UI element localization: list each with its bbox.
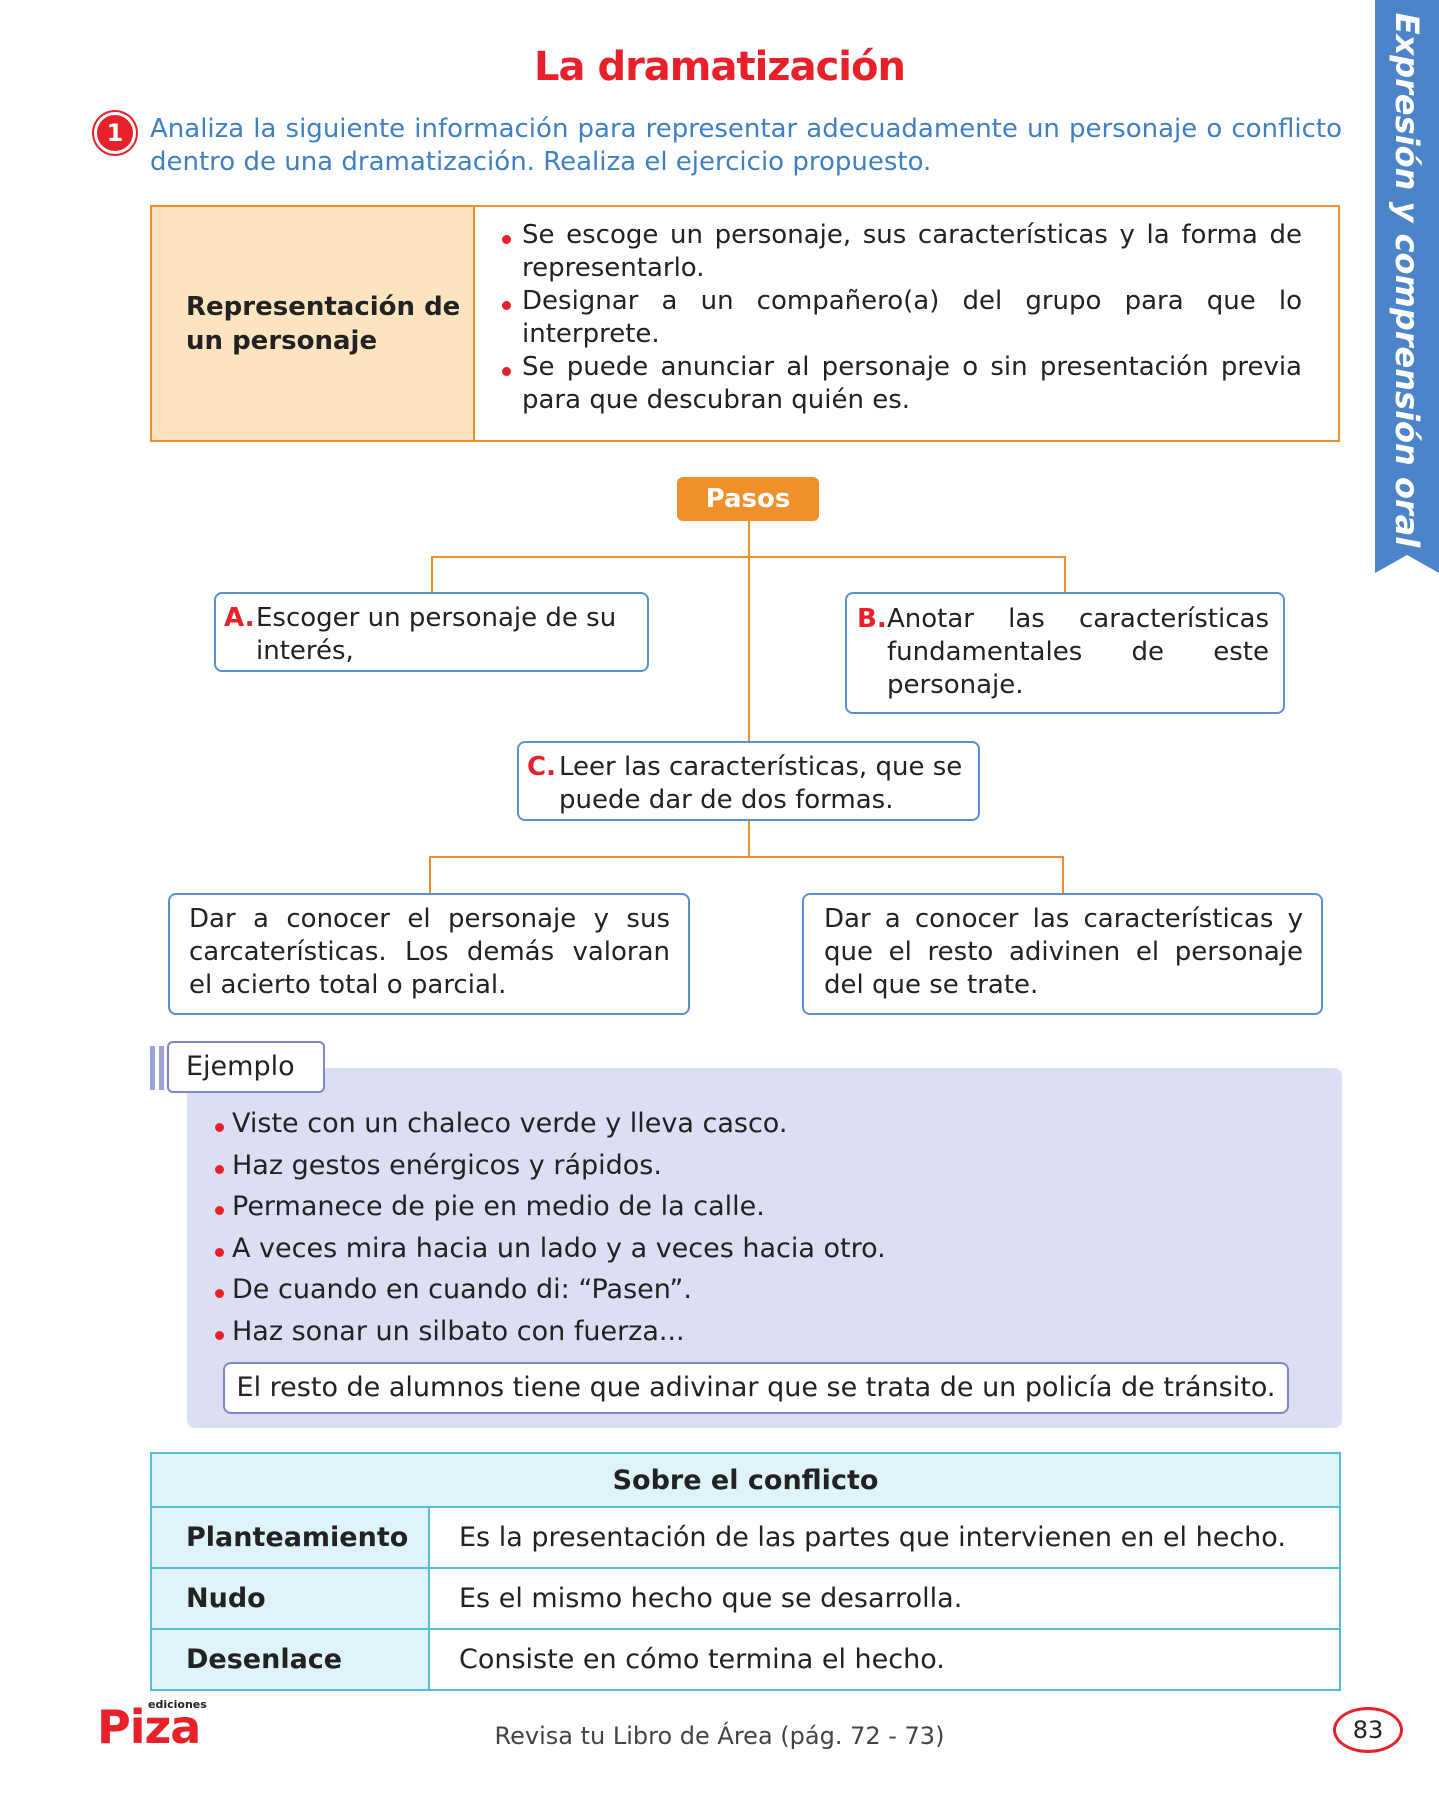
section-side-tab <box>1375 0 1439 555</box>
conflict-table-header: Sobre el conflicto <box>150 1452 1341 1508</box>
page-number: 83 <box>1333 1707 1403 1753</box>
list-item: Se puede anunciar al personaje o sin pre… <box>502 351 1302 417</box>
example-label: Ejemplo <box>167 1041 325 1093</box>
conflict-row-label: Desenlace <box>150 1628 430 1691</box>
exercise-number-badge: 1 <box>97 115 133 151</box>
conflict-table: Sobre el conflicto Planteamiento Es la p… <box>150 1452 1341 1691</box>
bullet-dot-icon <box>502 301 511 310</box>
conflict-row-text: Es la presentación de las partes que int… <box>428 1506 1341 1569</box>
connector-line <box>431 556 433 593</box>
table-row: Nudo Es el mismo hecho que se desarrolla… <box>150 1567 1341 1630</box>
option-right-box: Dar a conocer las características y que … <box>802 893 1323 1015</box>
bullet-dot-icon <box>215 1123 224 1132</box>
representation-bullet-list: Se escoge un personaje, sus característi… <box>502 219 1302 417</box>
step-c-letter: C. <box>527 752 556 782</box>
table-row: Desenlace Consiste en cómo termina el he… <box>150 1628 1341 1691</box>
step-a-letter: A. <box>224 603 255 633</box>
bullet-dot-icon <box>215 1289 224 1298</box>
page-title: La dramatización <box>534 44 906 90</box>
publisher-logo: Piza <box>97 1700 201 1754</box>
example-item-text: Haz sonar un silbato con fuerza... <box>232 1315 685 1347</box>
example-item-text: Viste con un chaleco verde y lleva casco… <box>232 1108 788 1139</box>
side-tab-arrow <box>1375 555 1439 573</box>
list-item: Haz gestos enérgicos y rápidos. <box>215 1145 886 1187</box>
representation-table: Representación de un personaje Se escoge… <box>150 205 1340 442</box>
conflict-row-label: Planteamiento <box>150 1506 430 1569</box>
representation-label-cell: Representación de un personaje <box>152 207 475 440</box>
bullet-dot-icon <box>215 1164 224 1174</box>
step-c-box: C. Leer las características, que se pued… <box>517 741 980 821</box>
list-item: Se escoge un personaje, sus característi… <box>502 219 1302 285</box>
option-left-text: Dar a conocer el personaje y sus carcate… <box>189 904 670 1000</box>
step-b-letter: B. <box>857 604 887 634</box>
list-item: Viste con un chaleco verde y lleva casco… <box>215 1103 886 1145</box>
bullet-text: Se puede anunciar al personaje o sin pre… <box>522 352 1302 415</box>
example-item-text: Permanece de pie en medio de la calle. <box>232 1191 765 1222</box>
connector-line <box>429 856 431 894</box>
publisher-logo-caption: ediciones <box>148 1698 207 1711</box>
table-header-row: Sobre el conflicto <box>150 1452 1341 1508</box>
list-item: Designar a un compañero(a) del grupo par… <box>502 285 1302 351</box>
list-item: De cuando en cuando di: “Pasen”. <box>215 1269 886 1311</box>
connector-line <box>429 856 1064 858</box>
connector-line <box>431 556 1066 558</box>
connector-line <box>748 521 750 743</box>
example-item-text: Haz gestos enérgicos y rápidos. <box>232 1149 662 1181</box>
list-item: Permanece de pie en medio de la calle. <box>215 1186 886 1228</box>
example-item-text: A veces mira hacia un lado y a veces hac… <box>232 1232 886 1264</box>
representation-label: Representación de un personaje <box>186 292 461 356</box>
conflict-row-text: Es el mismo hecho que se desarrolla. <box>428 1567 1341 1630</box>
bullet-dot-icon <box>215 1247 224 1257</box>
list-item: Haz sonar un silbato con fuerza... <box>215 1311 886 1353</box>
step-c-text: Leer las características, que se puede d… <box>559 752 963 815</box>
connector-line <box>748 819 750 857</box>
representation-bullets-cell: Se escoge un personaje, sus característi… <box>477 207 1338 440</box>
table-row: Planteamiento Es la presentación de las … <box>150 1506 1341 1569</box>
example-tab-stripe <box>150 1046 155 1090</box>
conflict-row-text: Consiste en cómo termina el hecho. <box>428 1628 1341 1691</box>
example-answer-box: El resto de alumnos tiene que adivinar q… <box>223 1362 1289 1414</box>
bullet-dot-icon <box>215 1330 224 1340</box>
footer-reference: Revisa tu Libro de Área (pág. 72 - 73) <box>494 1722 945 1750</box>
instruction-text: Analiza la siguiente información para re… <box>150 114 1342 177</box>
section-side-label: Expresión y comprensión oral <box>1388 12 1426 548</box>
list-item: A veces mira hacia un lado y a veces hac… <box>215 1228 886 1270</box>
step-b-text: Anotar las características fundamentales… <box>887 604 1269 700</box>
example-tab-stripe <box>159 1046 164 1090</box>
bullet-dot-icon <box>502 367 511 376</box>
option-left-box: Dar a conocer el personaje y sus carcate… <box>168 893 690 1015</box>
option-right-text: Dar a conocer las características y que … <box>824 904 1303 1000</box>
example-list: Viste con un chaleco verde y lleva casco… <box>215 1103 886 1352</box>
bullet-text: Designar a un compañero(a) del grupo par… <box>522 286 1302 349</box>
step-a-box: A. Escoger un personaje de su interés, <box>214 592 649 672</box>
connector-line <box>1064 556 1066 593</box>
step-b-box: B. Anotar las características fundamenta… <box>845 592 1285 714</box>
step-a-text: Escoger un personaje de su interés, <box>256 603 617 666</box>
conflict-row-label: Nudo <box>150 1567 430 1630</box>
bullet-dot-icon <box>502 235 511 244</box>
connector-line <box>1062 856 1064 894</box>
example-item-text: De cuando en cuando di: “Pasen”. <box>232 1274 692 1305</box>
steps-header: Pasos <box>677 477 819 521</box>
bullet-dot-icon <box>215 1206 224 1215</box>
bullet-text: Se escoge un personaje, sus característi… <box>522 220 1302 283</box>
